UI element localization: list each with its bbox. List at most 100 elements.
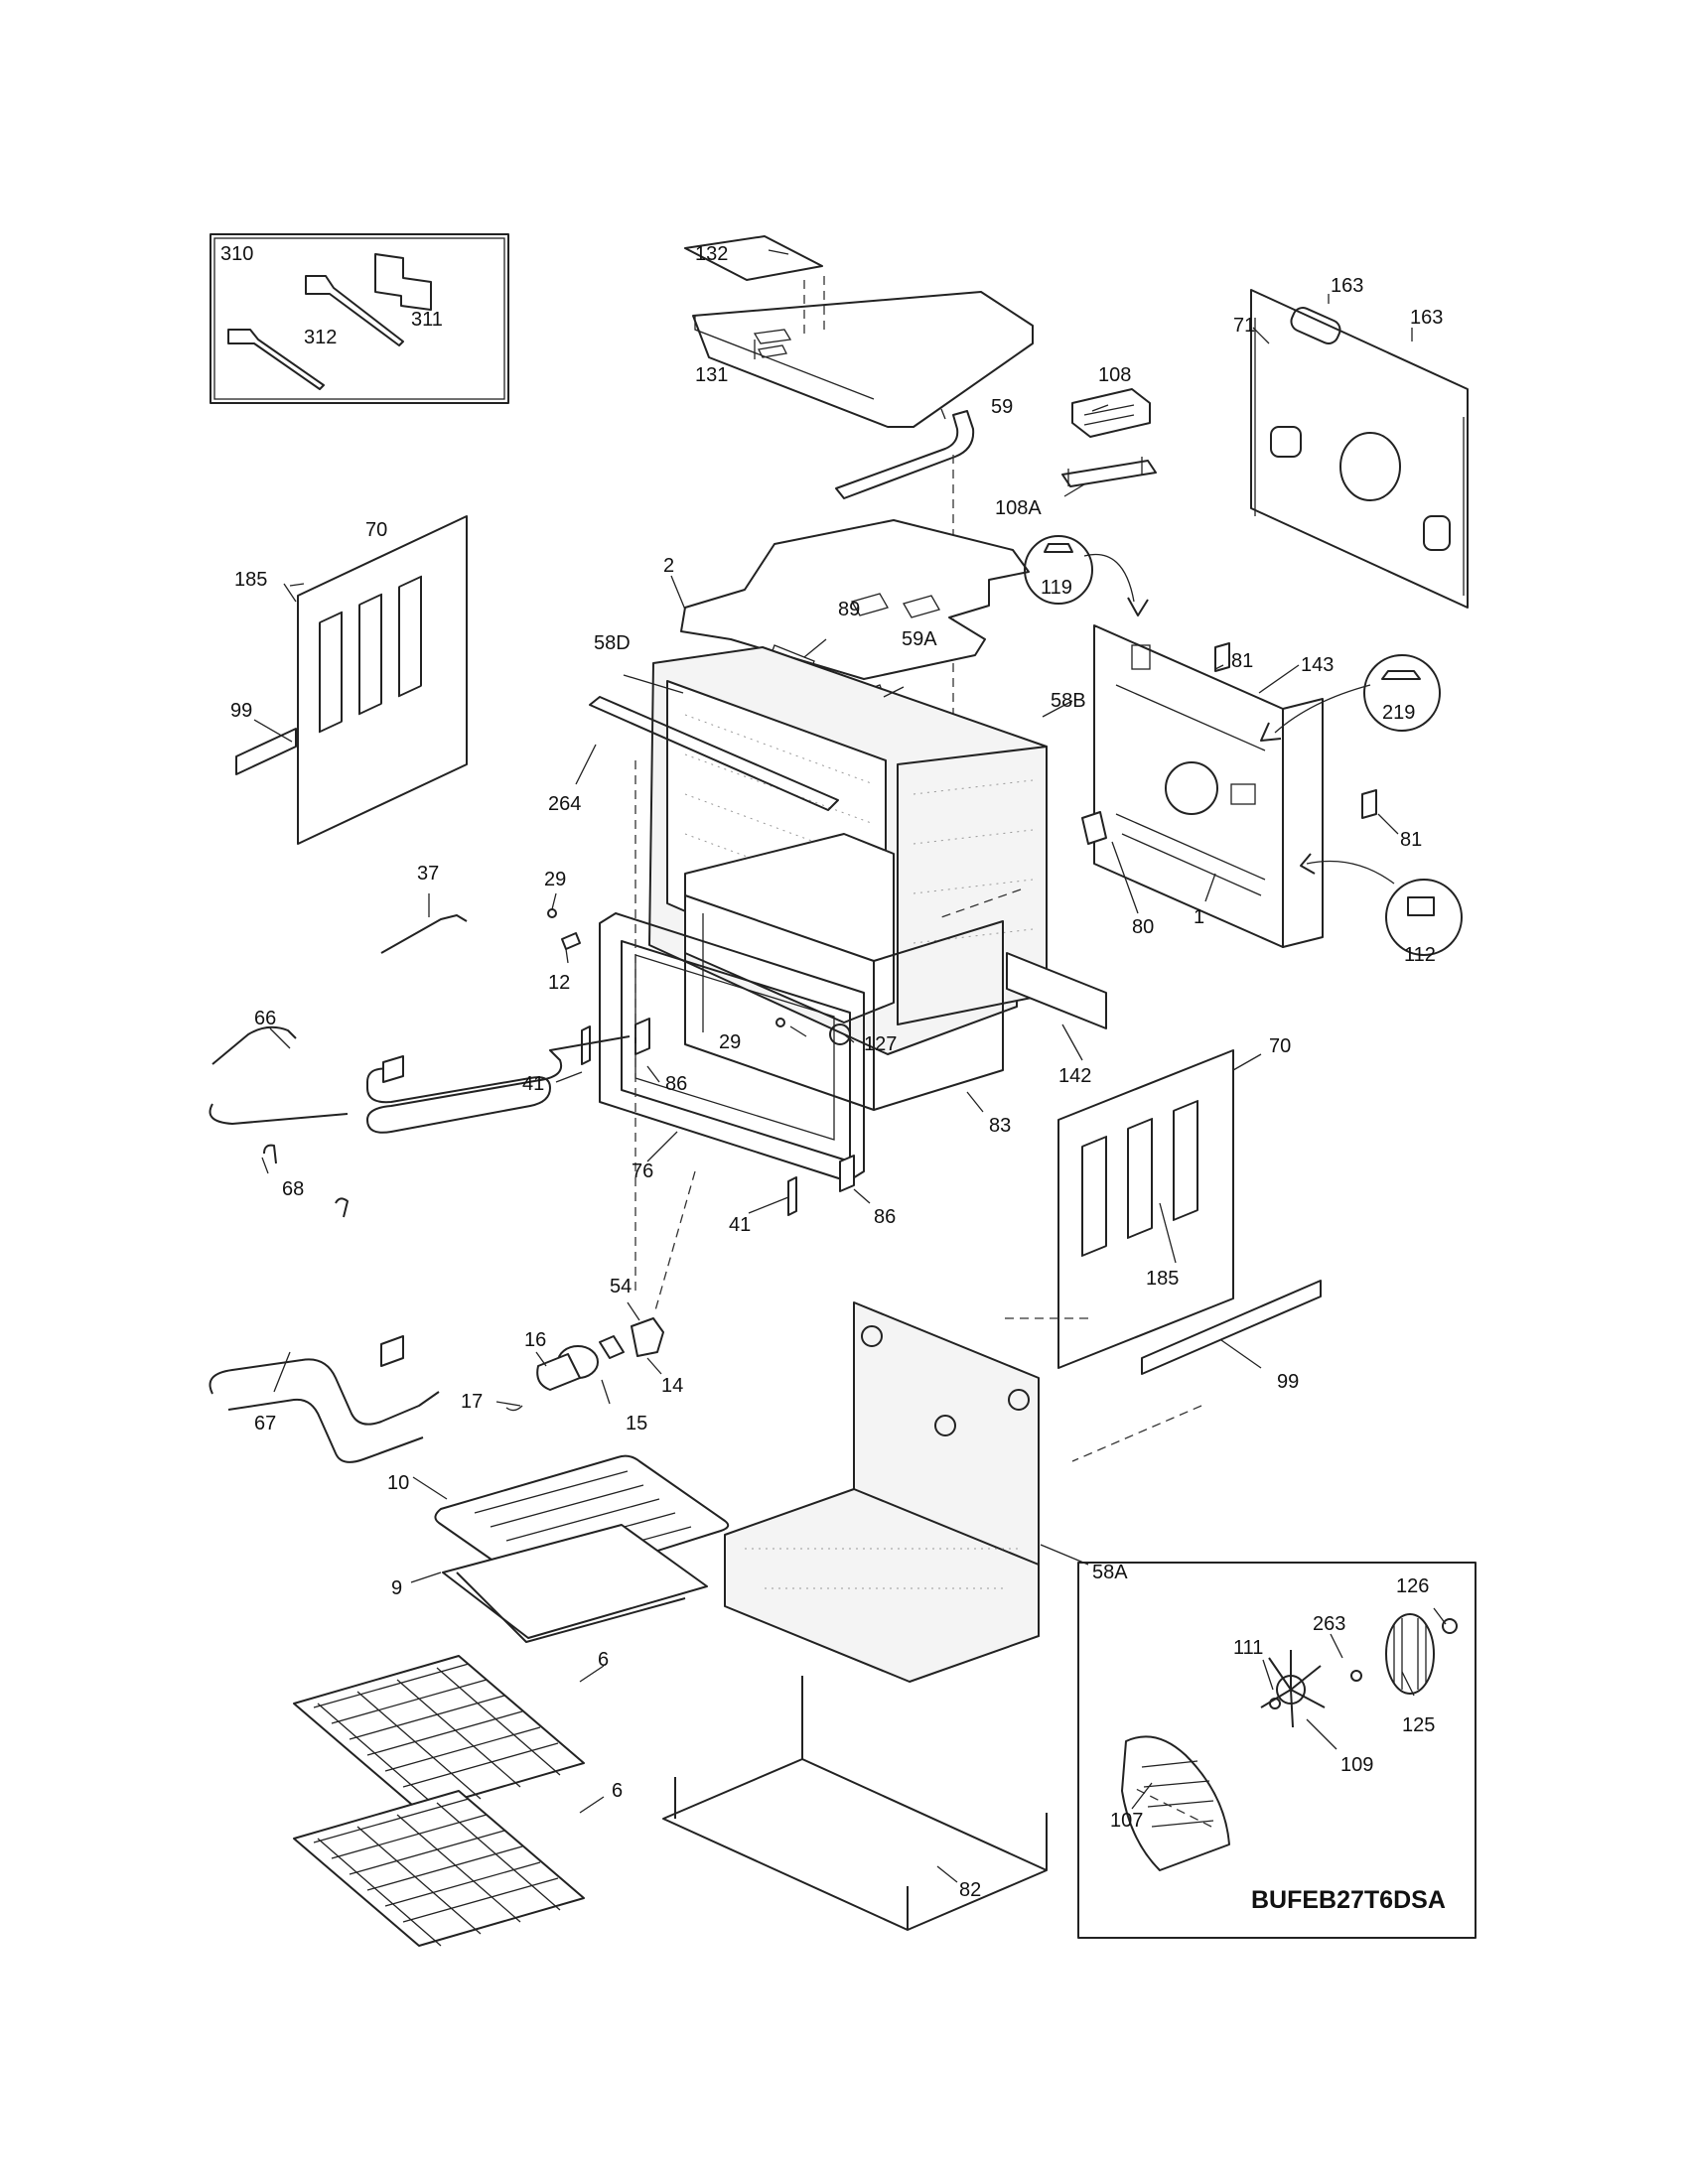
callout-163-left: 163 xyxy=(1331,275,1363,297)
callout-29-upper: 29 xyxy=(544,869,566,890)
lamp-socket-12 xyxy=(561,932,581,950)
leader-lines xyxy=(253,249,1447,1883)
oven-rack-upper xyxy=(293,1655,585,1812)
callout-132: 132 xyxy=(695,243,728,265)
callout-219: 219 xyxy=(1382,702,1415,724)
oven-liner xyxy=(684,894,1004,1111)
callout-83: 83 xyxy=(989,1115,1011,1137)
callout-312: 312 xyxy=(304,327,337,348)
callout-76: 76 xyxy=(632,1160,653,1182)
callout-71: 71 xyxy=(1233,315,1255,337)
oven-lamp-assembly xyxy=(505,1317,664,1412)
callout-59a: 59A xyxy=(902,628,937,650)
oven-bottom-tray xyxy=(662,1676,1048,1931)
limit-switch-circle xyxy=(1024,535,1149,616)
callout-263: 263 xyxy=(1313,1613,1345,1635)
oven-rack-lower xyxy=(293,1790,585,1947)
hinge-86-upper xyxy=(634,1018,650,1055)
front-trim-bar xyxy=(589,696,839,811)
clip-81-upper xyxy=(1214,642,1230,672)
callout-labels: 310 311 312 132 131 59 163 163 71 108 10… xyxy=(220,243,1446,1914)
callout-99-left: 99 xyxy=(230,700,252,722)
callout-81-lower: 81 xyxy=(1400,829,1422,851)
callout-311: 311 xyxy=(411,309,443,331)
callout-108a: 108A xyxy=(995,497,1042,519)
callout-119: 119 xyxy=(1041,577,1072,599)
callout-81-upper: 81 xyxy=(1231,650,1253,672)
probe-jack-127 xyxy=(829,1024,851,1045)
callout-17: 17 xyxy=(461,1391,483,1413)
clip-81-lower xyxy=(1361,789,1377,819)
oven-insulation-wrap xyxy=(648,646,1048,1055)
hinge-41-upper xyxy=(581,1025,591,1065)
callout-142: 142 xyxy=(1058,1065,1091,1087)
fan-blade xyxy=(1260,1650,1326,1728)
callout-126: 126 xyxy=(1396,1575,1429,1597)
callout-109: 109 xyxy=(1340,1754,1373,1776)
wire-harness xyxy=(380,914,468,954)
callout-82: 82 xyxy=(959,1879,981,1901)
broil-pan xyxy=(442,1524,708,1643)
callout-108: 108 xyxy=(1098,364,1131,386)
rear-wall xyxy=(1093,624,1324,948)
callout-86-upper: 86 xyxy=(665,1073,687,1095)
callout-58a: 58A xyxy=(1092,1562,1128,1583)
callout-86-lower: 86 xyxy=(874,1206,896,1228)
callout-58d: 58D xyxy=(594,632,631,654)
bottom-insulation xyxy=(724,1301,1040,1683)
cooling-fan-assembly xyxy=(1061,388,1157,487)
assembly-lines xyxy=(634,760,1212,1828)
callout-80: 80 xyxy=(1132,916,1154,938)
callout-185-left: 185 xyxy=(234,569,267,591)
callout-54: 54 xyxy=(610,1276,632,1297)
side-bracket xyxy=(1006,952,1107,1029)
callout-111: 111 xyxy=(1233,1637,1263,1659)
callout-89: 89 xyxy=(838,599,860,620)
callout-185-right: 185 xyxy=(1146,1268,1179,1290)
callout-163-right: 163 xyxy=(1410,307,1443,329)
callout-143: 143 xyxy=(1301,654,1334,676)
callout-15: 15 xyxy=(626,1413,647,1434)
hinge-86-lower xyxy=(839,1155,855,1192)
callout-131: 131 xyxy=(695,364,728,386)
callout-310: 310 xyxy=(220,243,253,265)
callout-127: 127 xyxy=(864,1033,897,1055)
callout-59: 59 xyxy=(991,396,1013,418)
clip-80 xyxy=(1081,811,1107,845)
callout-112: 112 xyxy=(1404,944,1436,966)
model-number: BUFEB27T6DSA xyxy=(1251,1886,1446,1914)
callout-37: 37 xyxy=(417,863,439,885)
callout-41-lower: 41 xyxy=(729,1214,751,1236)
nut-126 xyxy=(1442,1618,1458,1634)
side-panel-left xyxy=(235,515,468,845)
broil-element xyxy=(209,1025,631,1134)
thermostat-circle xyxy=(1260,654,1441,742)
screw-29-lower xyxy=(775,1018,785,1027)
element-clip-68 xyxy=(263,1144,349,1218)
rear-cover-panel xyxy=(1250,289,1469,609)
sensor-circle xyxy=(1300,853,1463,956)
callout-68: 68 xyxy=(282,1178,304,1200)
convection-fan-inset xyxy=(1077,1562,1477,1939)
bake-element xyxy=(209,1335,440,1463)
top-vent-panel xyxy=(684,235,1034,428)
callout-6-upper: 6 xyxy=(598,1649,609,1671)
callout-41-upper: 41 xyxy=(522,1073,544,1095)
side-panel-right xyxy=(1057,1049,1322,1375)
callout-67: 67 xyxy=(254,1413,276,1434)
callout-125: 125 xyxy=(1402,1714,1435,1736)
callout-14: 14 xyxy=(661,1375,683,1397)
callout-16: 16 xyxy=(524,1329,546,1351)
callout-1: 1 xyxy=(1194,906,1204,928)
callout-12: 12 xyxy=(548,972,570,994)
vent-tube xyxy=(835,410,975,499)
washer-263 xyxy=(1350,1670,1362,1682)
fan-nut-111 xyxy=(1269,1698,1281,1709)
callout-2: 2 xyxy=(663,555,674,577)
callout-264: 264 xyxy=(548,793,581,815)
callout-66: 66 xyxy=(254,1008,276,1029)
fan-cover xyxy=(1121,1735,1230,1871)
hinge-41-lower xyxy=(787,1176,797,1216)
callout-70-right: 70 xyxy=(1269,1035,1291,1057)
callout-107: 107 xyxy=(1110,1810,1143,1832)
